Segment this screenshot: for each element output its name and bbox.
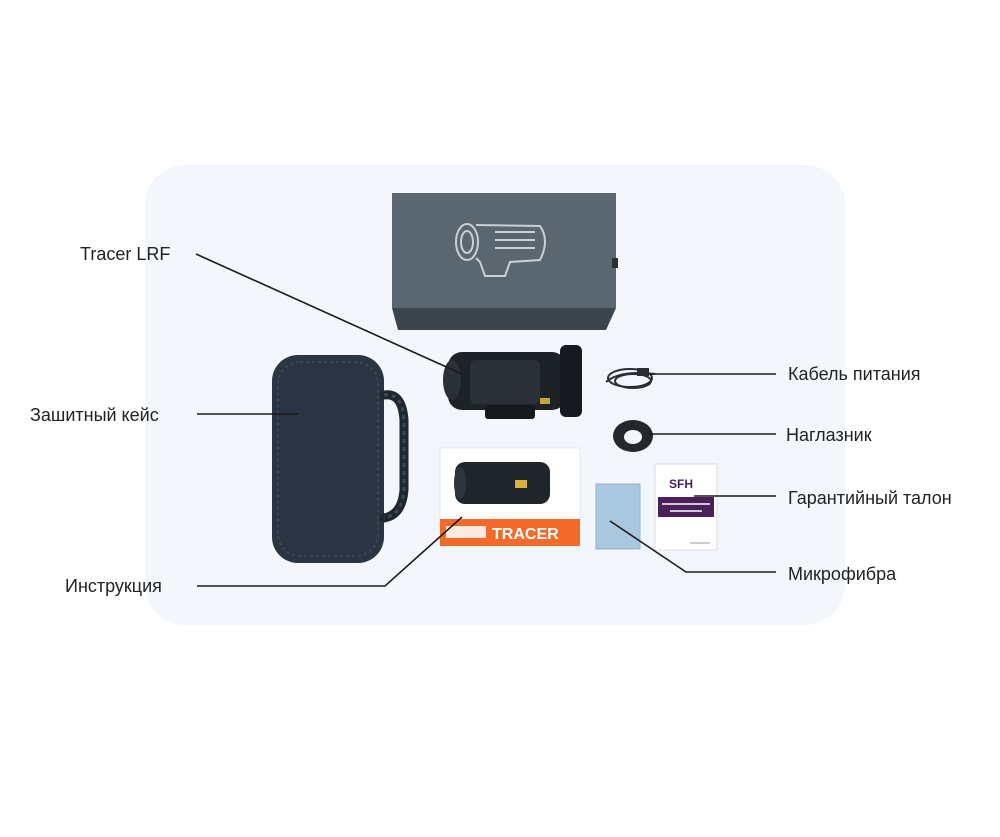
box-monocular-illustration bbox=[455, 223, 546, 277]
tracer-lrf-device bbox=[443, 345, 582, 419]
label-warranty: Гарантийный талон bbox=[788, 488, 952, 508]
label-microfiber: Микрофибра bbox=[788, 564, 897, 584]
label-tracer-lrf: Tracer LRF bbox=[80, 244, 171, 264]
leader-lines bbox=[195, 253, 776, 587]
protective-case bbox=[272, 355, 409, 563]
label-manual: Инструкция bbox=[65, 576, 162, 596]
manual-brand-text: TRACER bbox=[492, 526, 559, 543]
eyecup bbox=[613, 420, 653, 452]
power-cable bbox=[605, 368, 656, 389]
warranty-logo-text: SFH bbox=[669, 477, 693, 491]
packaging-box bbox=[392, 193, 618, 330]
label-eyecup: Наглазник bbox=[786, 425, 872, 445]
leader-line-microfiber bbox=[609, 520, 776, 573]
manual: TRACER bbox=[439, 447, 581, 547]
warranty-card: SFH bbox=[654, 463, 718, 551]
leader-line-tracer-lrf bbox=[195, 253, 463, 375]
leader-line-manual bbox=[197, 516, 463, 587]
label-case: Зашитный кейс bbox=[30, 405, 159, 425]
label-power-cable: Кабель питания bbox=[788, 364, 921, 384]
microfiber-cloth bbox=[595, 483, 641, 550]
